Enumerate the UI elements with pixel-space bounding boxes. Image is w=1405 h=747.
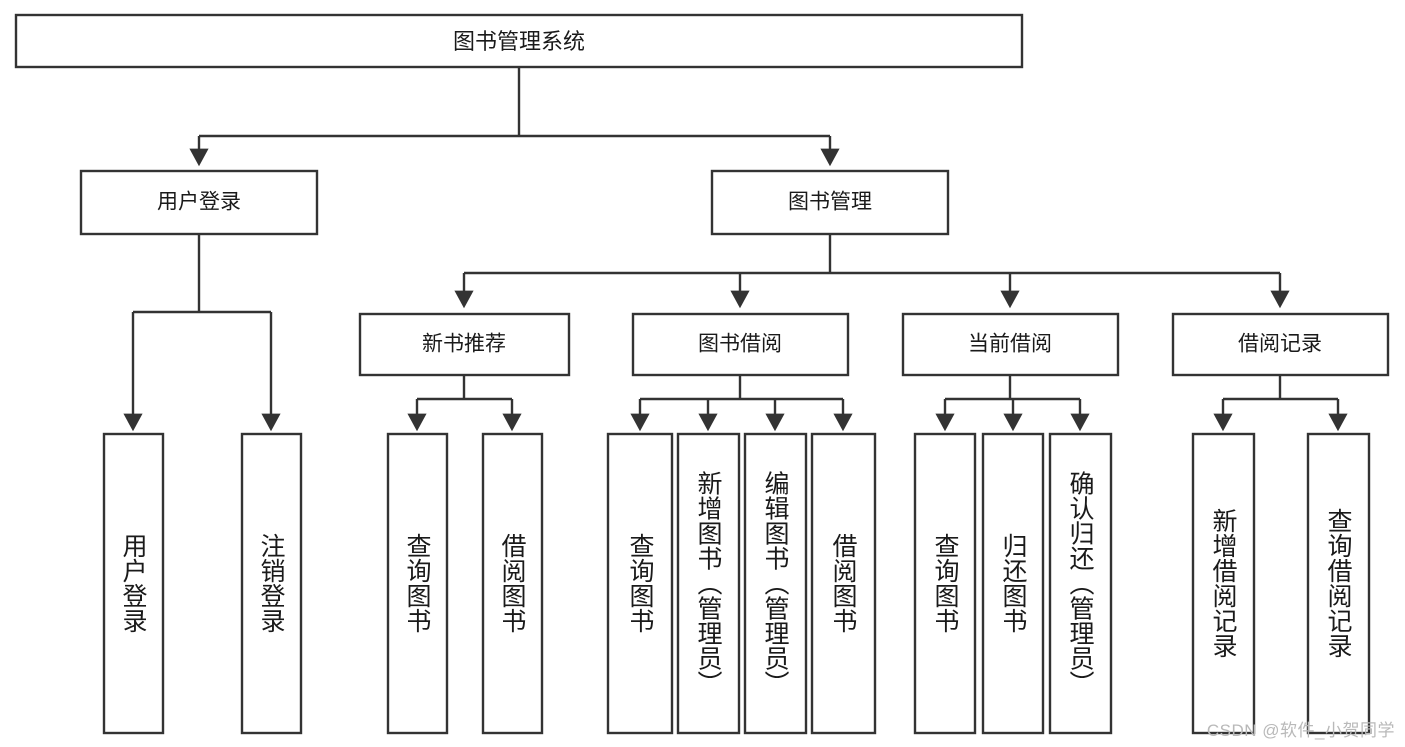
node-book-borrow-label: 图书借阅 [698,333,782,356]
leaf-user-login-2-label: 注销登录 [257,533,286,633]
leaf-current-borrow-2-box [981,432,1045,735]
node-user-login-label: 用户登录 [157,191,241,214]
leaf-book-borrow-1-label: 查询图书 [626,533,655,633]
node-new-book-recommend-label: 新书推荐 [422,333,506,356]
leaf-current-borrow-3-box [1048,432,1113,735]
leaf-borrow-record-1[interactable]: 新增借阅记录 [1191,432,1256,735]
leaf-user-login-1[interactable]: 用户登录 [102,432,165,735]
leaf-book-borrow-4-box [810,432,877,735]
leaf-book-borrow-3-box [743,432,808,735]
leaf-current-borrow-1[interactable]: 查询图书 [913,432,977,735]
node-borrow-record[interactable]: 借阅记录 [1171,312,1390,377]
leaf-borrow-record-1-label: 新增借阅记录 [1209,508,1238,658]
leaf-current-borrow-3[interactable]: 确认归还（管理员） [1048,432,1113,735]
leaf-current-borrow-2-label: 归还图书 [999,533,1028,633]
node-user-login[interactable]: 用户登录 [79,169,319,236]
node-root-label: 图书管理系统 [453,29,585,54]
node-root-box [14,13,1024,69]
node-user-login-box [79,169,319,236]
leaf-book-borrow-3[interactable]: 编辑图书（管理员） [743,432,808,735]
node-book-borrow-box [631,312,850,377]
leaf-current-borrow-1-label: 查询图书 [931,533,960,633]
leaf-book-borrow-2-label: 新增图书（管理员） [694,471,723,696]
node-root-system[interactable]: 图书管理系统 [14,13,1024,69]
leaf-new-book-recommend-2[interactable]: 借阅图书 [481,432,544,735]
leaf-current-borrow-1-box [913,432,977,735]
leaf-user-login-1-box [102,432,165,735]
leaf-book-borrow-2-box [676,432,741,735]
leaf-new-book-recommend-1-box [386,432,449,735]
leaf-new-book-recommend-1-label: 查询图书 [403,533,432,633]
leaf-book-borrow-1-box [606,432,674,735]
leaf-user-login-2[interactable]: 注销登录 [240,432,303,735]
leaf-current-borrow-2[interactable]: 归还图书 [981,432,1045,735]
leaf-new-book-recommend-2-label: 借阅图书 [498,533,527,633]
edges-group [123,67,1348,432]
leaf-book-borrow-1[interactable]: 查询图书 [606,432,674,735]
leaf-borrow-record-1-box [1191,432,1256,735]
leaf-book-borrow-3-label: 编辑图书（管理员） [761,471,790,696]
node-book-management[interactable]: 图书管理 [710,169,950,236]
node-borrow-record-label: 借阅记录 [1238,333,1322,356]
node-current-borrow-box [901,312,1120,377]
leaf-new-book-recommend-1[interactable]: 查询图书 [386,432,449,735]
leaf-book-borrow-2[interactable]: 新增图书（管理员） [676,432,741,735]
node-borrow-record-box [1171,312,1390,377]
node-book-management-label: 图书管理 [788,191,872,214]
leaf-book-borrow-4[interactable]: 借阅图书 [810,432,877,735]
node-current-borrow[interactable]: 当前借阅 [901,312,1120,377]
node-new-book-recommend-box [358,312,571,377]
leaf-borrow-record-2[interactable]: 查询借阅记录 [1306,432,1371,735]
node-new-book-recommend[interactable]: 新书推荐 [358,312,571,377]
leaf-book-borrow-4-label: 借阅图书 [829,533,858,633]
node-book-management-box [710,169,950,236]
leaf-user-login-2-box [240,432,303,735]
node-book-borrow[interactable]: 图书借阅 [631,312,850,377]
leaf-borrow-record-2-box [1306,432,1371,735]
node-current-borrow-label: 当前借阅 [968,333,1052,356]
leaf-borrow-record-2-label: 查询借阅记录 [1324,508,1353,658]
leaf-current-borrow-3-label: 确认归还（管理员） [1066,471,1095,696]
leaf-new-book-recommend-2-box [481,432,544,735]
leaf-user-login-1-label: 用户登录 [119,533,148,633]
